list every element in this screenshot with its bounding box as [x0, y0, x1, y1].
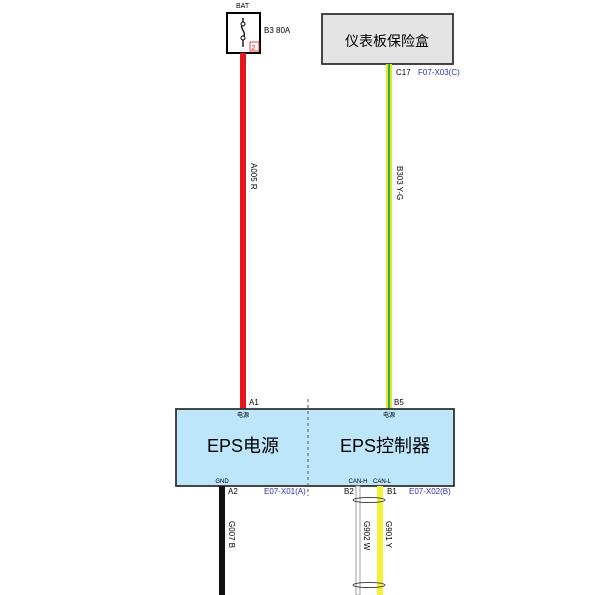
ground-wire: [219, 486, 225, 595]
fuse-box-connector: F07-X03(C): [418, 68, 460, 77]
connector-a: E07-X01(A): [264, 487, 306, 496]
can-l-wire-label: G901 Y: [384, 521, 393, 549]
power-wire-label: A005 R: [249, 163, 258, 190]
fuse-pin-box: [249, 41, 260, 52]
fuse-symbol: [226, 12, 261, 54]
can-h-wire-label: G902 W: [362, 521, 371, 551]
twisted-pair-marker-top: [352, 496, 386, 504]
pin-b2: B2: [344, 487, 354, 496]
pin-a1-desc: 电源: [237, 411, 249, 419]
pin-b2-desc: CAN-H: [349, 479, 368, 485]
pin-b5: B5: [394, 398, 404, 407]
eps-power-title: EPS电源: [207, 436, 279, 456]
fuse-source-label: BAT: [236, 3, 250, 10]
pin-b1-desc: CAN-L: [373, 479, 392, 485]
fuse-pin-number: 2: [252, 45, 256, 52]
eps-module: [175, 408, 455, 487]
instrument-fuse-box: [321, 13, 454, 65]
connector-b: E07-X02(B): [409, 487, 451, 496]
fuse-name: B3 80A: [264, 26, 291, 35]
pin-b5-desc: 电源: [383, 411, 395, 419]
can-l-wire: [377, 486, 383, 595]
ignition-wire-stripe: [388, 64, 390, 409]
twisted-pair-marker-bottom: [352, 581, 386, 589]
pin-b1: B1: [387, 487, 397, 496]
pin-a2-desc: GND: [215, 479, 229, 485]
fuse-box-pin: C17: [396, 68, 411, 77]
pin-a1: A1: [249, 398, 259, 407]
power-wire: [240, 53, 246, 409]
instrument-fuse-box-title: 仪表板保险盒: [345, 33, 429, 49]
eps-controller-title: EPS控制器: [340, 436, 430, 456]
pin-a2: A2: [228, 487, 238, 496]
ground-wire-label: G007 B: [227, 521, 236, 548]
can-h-wire: [355, 485, 361, 595]
ignition-wire-label: B303 Y-G: [395, 166, 404, 200]
